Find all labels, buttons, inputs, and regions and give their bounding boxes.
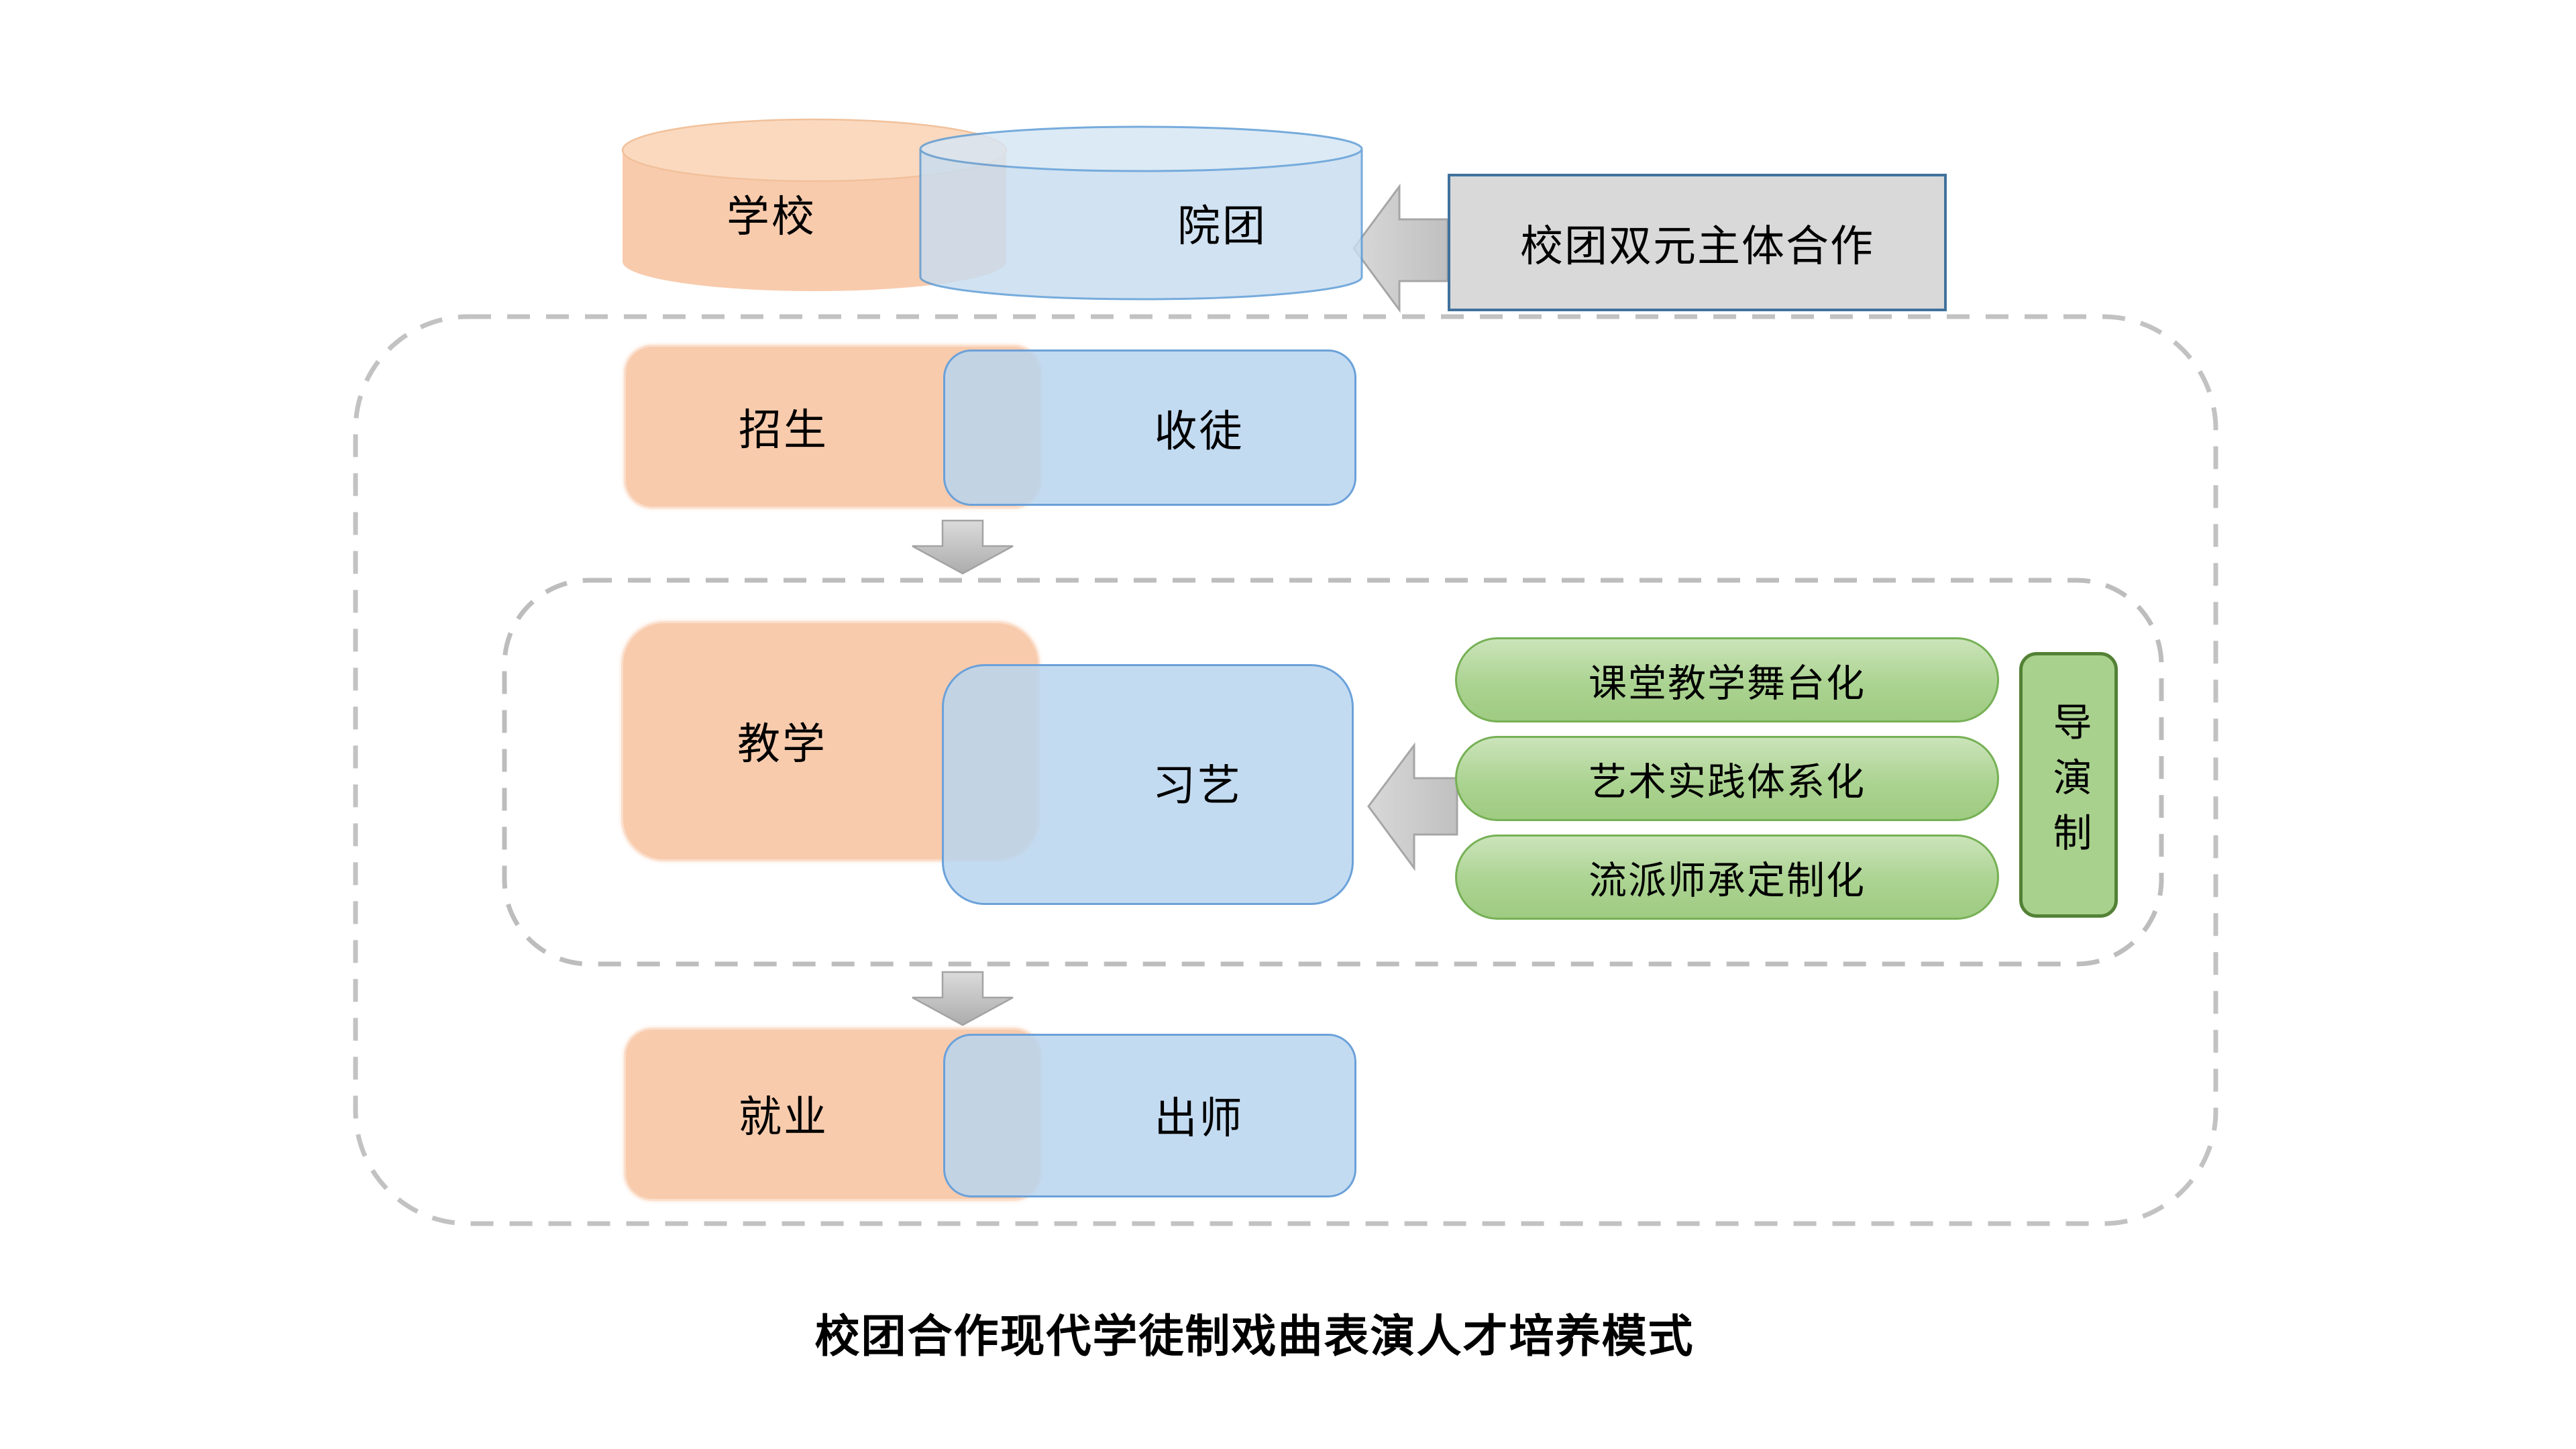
method-capsule: 流派师承定制化 bbox=[1455, 835, 1999, 920]
teach-label: 教学 bbox=[737, 720, 827, 768]
learn-art-label: 习艺 bbox=[1152, 761, 1242, 810]
troupe-cylinder bbox=[919, 125, 1363, 301]
employ-label: 就业 bbox=[739, 1093, 828, 1141]
graduate-box bbox=[943, 1034, 1356, 1197]
method-capsule: 课堂教学舞台化 bbox=[1455, 637, 1999, 722]
apprentice-label: 收徒 bbox=[1154, 407, 1244, 455]
cooperation-left-arrow-icon bbox=[1352, 183, 1449, 313]
method-capsule: 艺术实践体系化 bbox=[1455, 736, 1999, 821]
school-cylinder-label: 学校 bbox=[727, 193, 816, 241]
inner-teaching-frame bbox=[502, 578, 2164, 967]
method-capsule-label: 艺术实践体系化 bbox=[1589, 760, 1866, 804]
outer-process-frame bbox=[353, 314, 2218, 1226]
troupe-cylinder-label: 院团 bbox=[1177, 202, 1267, 250]
graduate-label: 出师 bbox=[1154, 1094, 1244, 1142]
school-cylinder bbox=[621, 118, 1008, 291]
apprentice-box bbox=[943, 350, 1356, 506]
methods-left-arrow-icon bbox=[1367, 742, 1458, 871]
director-system-box: 导演制 bbox=[2019, 652, 2118, 918]
down-arrow-icon bbox=[912, 971, 1014, 1026]
director-system-label: 导演制 bbox=[2047, 702, 2091, 868]
cooperation-box-label: 校团双元主体合作 bbox=[1520, 221, 1874, 270]
method-capsule-label: 课堂教学舞台化 bbox=[1589, 661, 1866, 705]
method-capsule-label: 流派师承定制化 bbox=[1589, 859, 1866, 902]
cooperation-box: 校团双元主体合作 bbox=[1448, 174, 1947, 311]
down-arrow-icon bbox=[912, 519, 1014, 575]
diagram-caption: 校团合作现代学徒制戏曲表演人才培养模式 bbox=[814, 1311, 1695, 1362]
learn-art-box bbox=[942, 664, 1354, 905]
enroll-label: 招生 bbox=[739, 406, 828, 454]
